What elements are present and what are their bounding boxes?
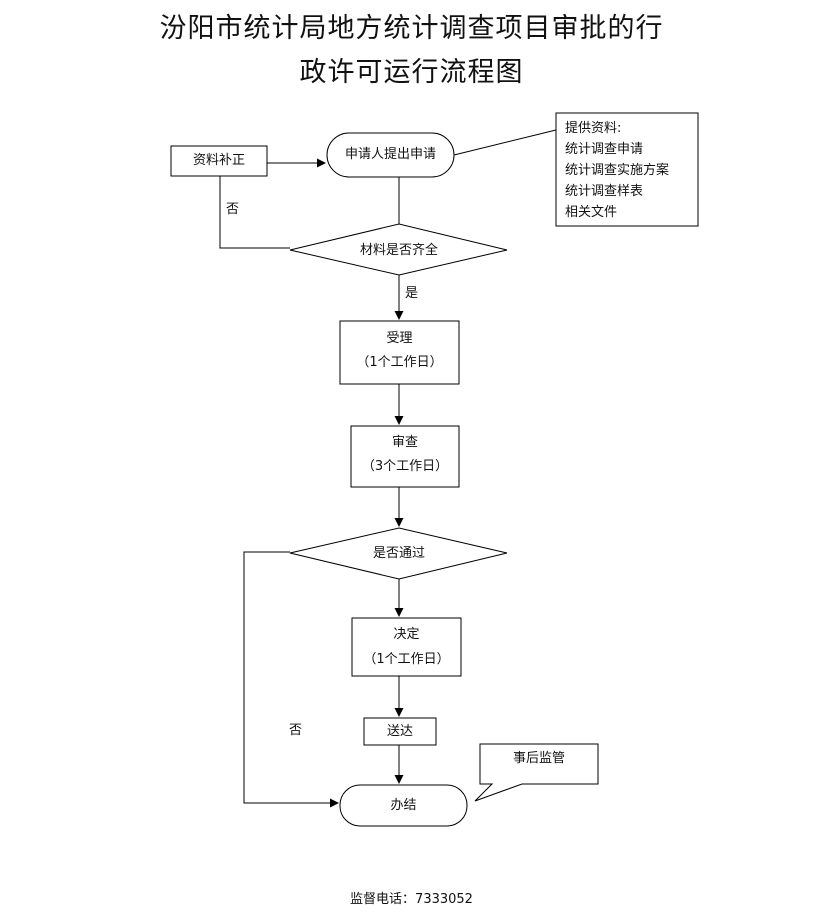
edge-pass-no-to-finish xyxy=(243,551,339,808)
provide-item: 统计调查申请 xyxy=(565,142,644,157)
provide-materials-list: 提供资料: 统计调查申请 统计调查实施方案 统计调查样表 相关文件 xyxy=(565,118,669,223)
supplement-box xyxy=(170,145,268,177)
accept-box xyxy=(339,320,460,385)
edge-check-no-to-supplement xyxy=(219,176,290,249)
decide-box xyxy=(351,617,462,677)
edge-apply-to-provide xyxy=(453,129,557,156)
check-materials-decision xyxy=(289,223,508,276)
pass-label: 是否通过 xyxy=(372,546,425,561)
accept-time-label: （1个工作日） xyxy=(356,355,443,370)
deliver-label: 送达 xyxy=(386,724,413,739)
provide-item: 相关文件 xyxy=(565,205,618,220)
post-supervise-label: 事后监管 xyxy=(512,751,565,766)
supervision-phone: 监督电话：7333052 xyxy=(350,892,473,907)
apply-label: 申请人提出申请 xyxy=(344,147,436,162)
provide-item: 统计调查实施方案 xyxy=(565,163,670,178)
review-time-label: （3个工作日） xyxy=(361,459,449,474)
provide-item: 统计调查样表 xyxy=(565,184,644,199)
page-title-line-1: 汾阳市统计局地方统计调查项目审批的行 xyxy=(159,13,664,44)
provide-materials-title: 提供资料: xyxy=(565,121,622,136)
decide-label: 决定 xyxy=(393,627,420,642)
edge-label-yes-1: 是 xyxy=(405,286,419,301)
review-box xyxy=(350,425,460,488)
decide-time-label: （1个工作日） xyxy=(363,652,450,667)
finish-label: 办结 xyxy=(390,798,417,813)
finish-terminator xyxy=(339,784,468,827)
check-materials-label: 材料是否齐全 xyxy=(359,243,438,258)
page-title-line-2: 政许可运行流程图 xyxy=(299,57,524,88)
pass-decision xyxy=(289,527,508,580)
deliver-box xyxy=(363,717,437,746)
accept-label: 受理 xyxy=(386,331,413,346)
post-supervise-callout xyxy=(474,743,599,802)
supplement-label: 资料补正 xyxy=(192,153,245,168)
edge-label-no-1: 否 xyxy=(226,202,240,217)
provide-materials-box xyxy=(555,112,699,227)
edge-label-no-2: 否 xyxy=(289,723,303,738)
review-label: 审查 xyxy=(391,435,418,450)
